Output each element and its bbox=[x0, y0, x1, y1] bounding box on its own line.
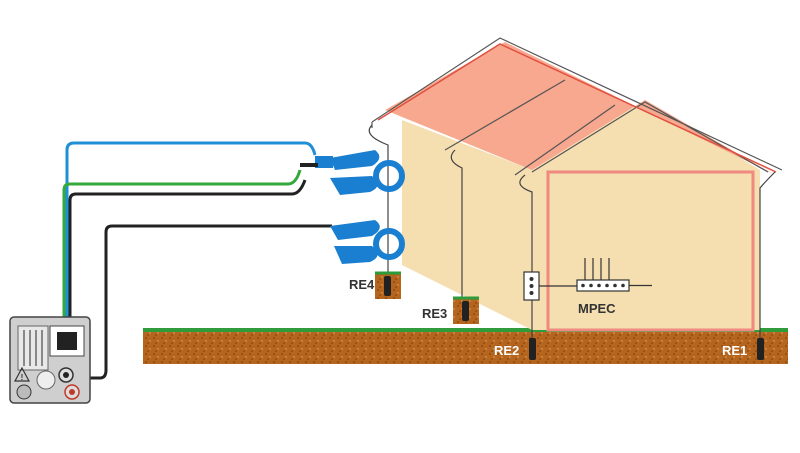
house-side-wall bbox=[402, 120, 532, 330]
label-re3: RE3 bbox=[422, 306, 447, 321]
electrode-re3 bbox=[453, 296, 479, 324]
label-re2: RE2 bbox=[494, 343, 519, 358]
instrument-icon: ! bbox=[9, 316, 91, 404]
label-mpec: MPEC bbox=[578, 301, 616, 316]
label-re1: RE1 bbox=[722, 343, 747, 358]
electrode-re4 bbox=[375, 271, 401, 299]
electrode-re1 bbox=[757, 338, 764, 360]
wire-black-bottom bbox=[72, 224, 332, 380]
warning-icon bbox=[13, 366, 31, 382]
clamp-lower bbox=[330, 220, 405, 264]
ground bbox=[143, 328, 788, 364]
terminal-icon bbox=[57, 332, 77, 350]
test-joint bbox=[523, 271, 578, 301]
clamp-icon bbox=[330, 220, 380, 240]
electrode-icon bbox=[462, 301, 469, 321]
wire-blue bbox=[65, 141, 317, 318]
electrode-re2 bbox=[529, 338, 536, 360]
mpec-busbar bbox=[576, 258, 652, 292]
house-roof bbox=[385, 42, 775, 175]
house-front-frame bbox=[546, 170, 755, 332]
house bbox=[368, 37, 783, 342]
electrode-icon bbox=[384, 276, 391, 296]
wire-green bbox=[62, 169, 302, 318]
label-re4: RE4 bbox=[349, 277, 375, 292]
clamp-upper bbox=[300, 150, 405, 195]
house-front-wall bbox=[532, 100, 760, 330]
wire-black-top bbox=[68, 179, 307, 318]
clamp-icon bbox=[315, 156, 333, 168]
svg-text:!: ! bbox=[21, 373, 24, 382]
wires bbox=[62, 141, 332, 380]
